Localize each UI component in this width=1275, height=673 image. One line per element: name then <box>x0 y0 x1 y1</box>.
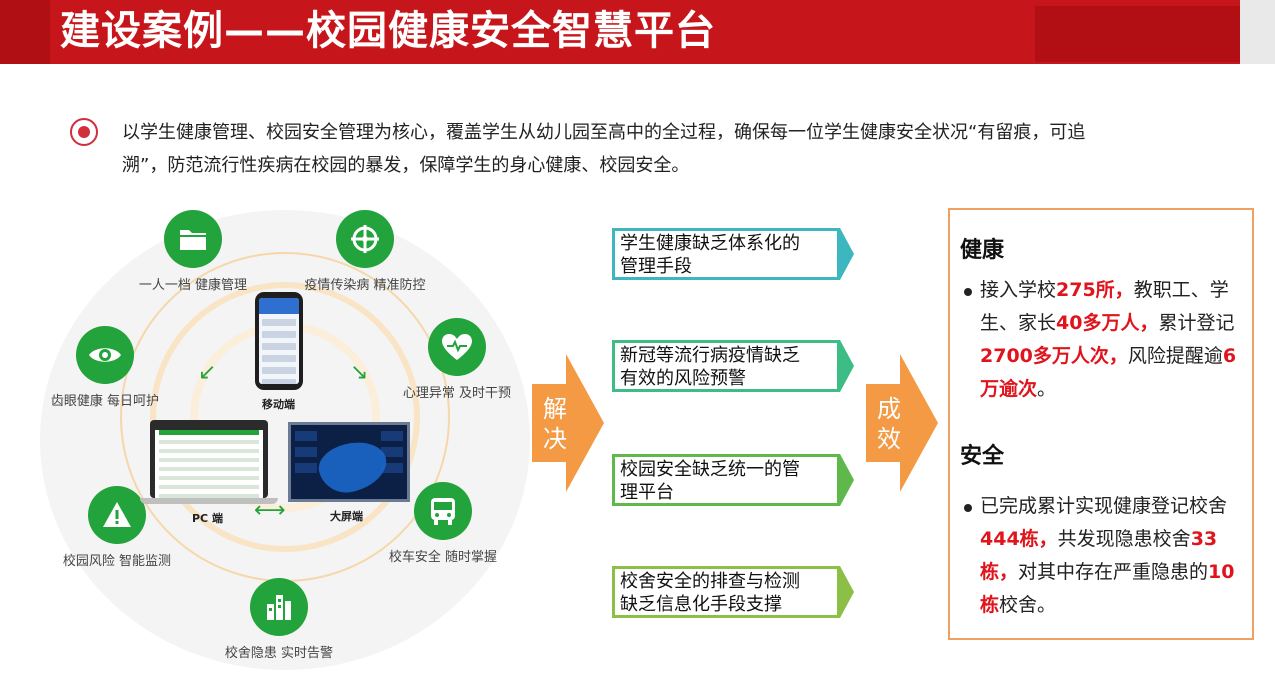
node-label: 校车安全 随时掌握 <box>388 550 498 565</box>
problem-item: 学生健康缺乏体系化的 管理手段 <box>612 228 856 292</box>
header-decoration <box>1035 6 1240 62</box>
mobile-device-label: 移动端 <box>262 398 295 411</box>
bigscreen-device <box>288 422 410 502</box>
problem-item: 校园安全缺乏统一的管 理平台 <box>612 454 856 518</box>
node-epidemic-control: 疫情传染病 精准防控 <box>280 210 450 293</box>
node-eye-teeth: 齿眼健康 每日呵护 <box>20 326 190 409</box>
heart-pulse-icon <box>428 318 486 376</box>
header-bar: 建设案例——校园健康安全智慧平台 <box>0 0 1275 64</box>
node-label: 齿眼健康 每日呵护 <box>50 394 160 409</box>
bullet-circle-icon <box>70 118 98 146</box>
health-result-text: 接入学校275所，教职工、学生、家长40多万人，累计登记2700多万人次，风险提… <box>980 279 1237 400</box>
page-title: 建设案例——校园健康安全智慧平台 <box>60 8 716 54</box>
pc-device-label: PC 端 <box>192 512 223 525</box>
result-arrow: 成效 <box>866 354 938 492</box>
warning-icon <box>88 486 146 544</box>
safety-result-text: 已完成累计实现健康登记校舍444栋，共发现隐患校舍33栋，对其中存在严重隐患的1… <box>980 495 1235 616</box>
platform-diagram: 一人一档 健康管理 疫情传染病 精准防控 心理异常 及时干预 校车安全 随时掌握… <box>40 200 540 670</box>
node-campus-risk: 校园风险 智能监测 <box>32 486 202 569</box>
node-label: 校园风险 智能监测 <box>62 554 172 569</box>
node-label: 校舍隐患 实时告警 <box>224 646 334 661</box>
solve-arrow-label: 解决 <box>543 395 567 453</box>
problem-item: 校舍安全的排查与检测 缺乏信息化手段支撑 <box>612 566 856 630</box>
problem-item: 新冠等流行病疫情缺乏 有效的风险预警 <box>612 340 856 404</box>
problem-text: 学生健康缺乏体系化的 管理手段 <box>620 233 800 277</box>
safety-heading: 安全 <box>960 444 1005 469</box>
curved-arrow-icon: ↙ <box>198 360 217 385</box>
bullet-dot-icon <box>964 288 972 296</box>
intro-text: 以学生健康管理、校园安全管理为核心，覆盖学生从幼儿园至高中的全过程，确保每一位学… <box>122 116 1142 182</box>
node-label: 一人一档 健康管理 <box>138 278 248 293</box>
node-health-record: 一人一档 健康管理 <box>108 210 278 293</box>
buildings-icon <box>250 578 308 636</box>
results-panel: 健康 接入学校275所，教职工、学生、家长40多万人，累计登记2700多万人次，… <box>948 208 1254 640</box>
node-school-bus: 校车安全 随时掌握 <box>358 482 528 565</box>
orbit-ring-middle <box>150 282 420 552</box>
intro-line-2: 溯”，防范流行性疾病在校园的暴发，保障学生的身心健康、校园安全。 <box>122 155 690 176</box>
curved-arrow-icon: ⟷ <box>254 498 286 523</box>
bus-icon <box>414 482 472 540</box>
header-accent <box>0 0 50 64</box>
problem-text: 新冠等流行病疫情缺乏 有效的风险预警 <box>620 345 800 389</box>
target-icon <box>336 210 394 268</box>
node-label: 疫情传染病 精准防控 <box>304 278 426 293</box>
pc-device-base <box>140 498 278 504</box>
node-label: 心理异常 及时干预 <box>402 386 512 401</box>
intro-line-1: 以学生健康管理、校园安全管理为核心，覆盖学生从幼儿园至高中的全过程，确保每一位学… <box>122 122 1086 143</box>
bullet-dot-icon <box>964 504 972 512</box>
problem-text: 校舍安全的排查与检测 缺乏信息化手段支撑 <box>620 571 800 615</box>
node-psychology: 心理异常 及时干预 <box>372 318 542 401</box>
problem-text: 校园安全缺乏统一的管 理平台 <box>620 459 800 503</box>
header-shade <box>1240 0 1275 64</box>
node-building-hazard: 校舍隐患 实时告警 <box>194 578 364 661</box>
eye-icon <box>76 326 134 384</box>
health-heading: 健康 <box>960 238 1005 263</box>
map-graphic <box>314 435 392 499</box>
pc-device <box>150 420 268 498</box>
bigscreen-device-label: 大屏端 <box>330 510 363 523</box>
solve-arrow: 解决 <box>532 354 604 492</box>
result-arrow-label: 成效 <box>877 395 901 453</box>
folder-icon <box>164 210 222 268</box>
curved-arrow-icon: ↘ <box>350 360 369 385</box>
mobile-device <box>255 292 303 390</box>
